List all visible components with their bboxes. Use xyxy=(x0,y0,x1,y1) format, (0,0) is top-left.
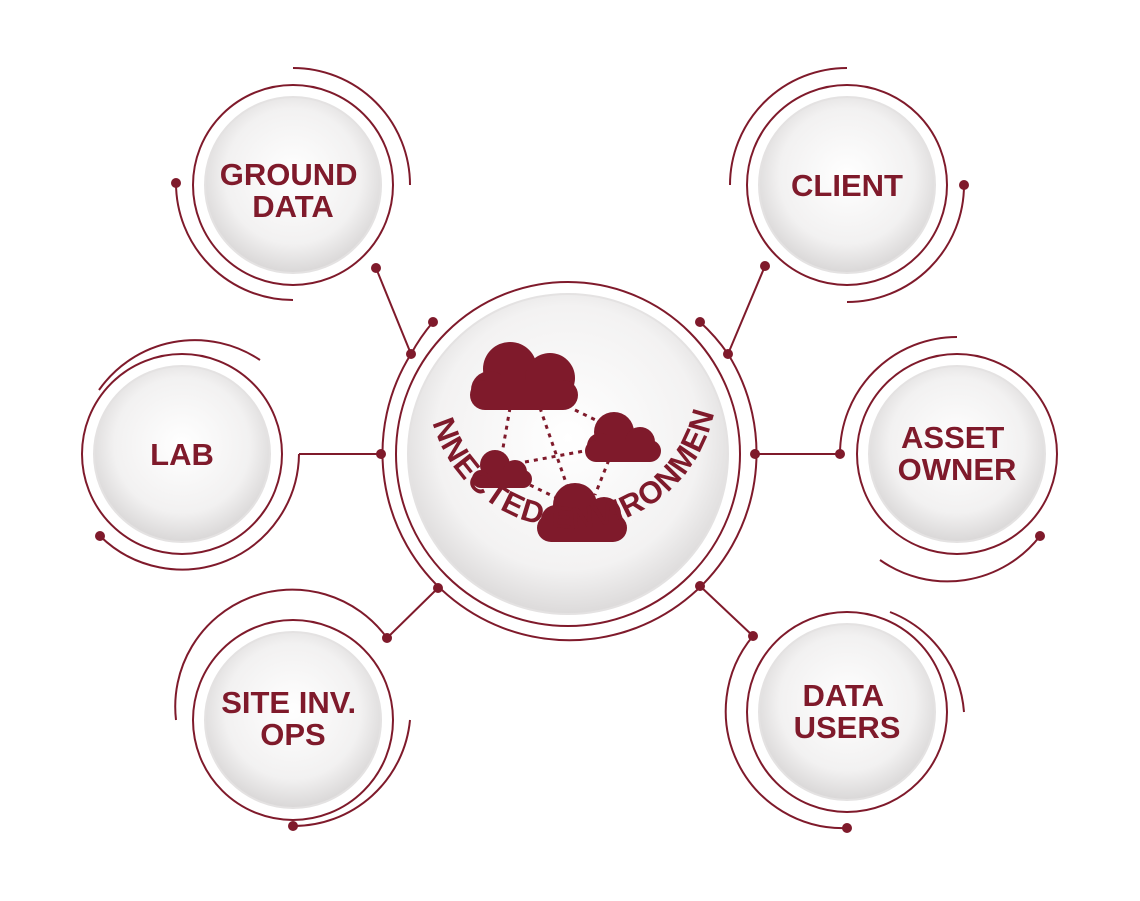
node-ground-data-outer-arc-top xyxy=(292,67,411,186)
node-ground-data-disc xyxy=(204,96,382,274)
dot xyxy=(428,317,438,327)
node-ground-data: GROUND DATA xyxy=(175,67,411,301)
node-lab-label: LAB xyxy=(150,437,214,472)
dot xyxy=(748,631,758,641)
node-lab-disc xyxy=(93,365,271,543)
node-lab: LAB xyxy=(81,339,300,571)
node-site-inv-ops-ring xyxy=(192,619,394,821)
node-ground-data-outer-arc xyxy=(175,182,294,301)
dot xyxy=(842,823,852,833)
node-client-ring xyxy=(746,84,948,286)
dot xyxy=(376,449,386,459)
dot xyxy=(406,349,416,359)
node-client-outer-arc xyxy=(729,67,848,186)
connector-client xyxy=(727,265,766,355)
dot xyxy=(95,531,105,541)
dot xyxy=(433,583,443,593)
node-data-users-label: DATA USERS xyxy=(794,678,901,745)
connector-lines xyxy=(299,265,840,639)
node-asset-owner: ASSET OWNER xyxy=(839,336,1058,583)
dot xyxy=(959,180,969,190)
node-data-users-outer-arc xyxy=(724,635,848,830)
dot xyxy=(760,261,770,271)
node-asset-owner-label: ASSET OWNER xyxy=(898,420,1017,487)
node-lab-outer-arc-top xyxy=(98,339,261,391)
node-asset-owner-outer-arc xyxy=(839,336,958,455)
dot xyxy=(695,581,705,591)
center-outer-arc xyxy=(381,353,758,642)
dot xyxy=(171,178,181,188)
dot xyxy=(382,633,392,643)
junction-dots xyxy=(95,178,1045,833)
connector-ground-data xyxy=(375,267,412,355)
node-asset-owner-ring xyxy=(856,353,1058,555)
dot xyxy=(371,263,381,273)
node-site-inv-ops: SITE INV. OPS xyxy=(174,588,411,828)
node-data-users: DATA USERS xyxy=(724,611,965,830)
node-data-users-disc xyxy=(758,623,936,801)
node-asset-owner-disc xyxy=(868,365,1046,543)
node-client: CLIENT xyxy=(729,67,965,303)
center-hub: CONNECTED ENVIRONMENTS xyxy=(0,0,758,642)
dot xyxy=(750,449,760,459)
node-site-inv-ops-label: SITE INV. OPS xyxy=(221,685,365,752)
node-data-users-outer-arc-right xyxy=(889,611,965,713)
node-lab-outer-arc xyxy=(99,453,300,571)
connector-data-users xyxy=(699,585,754,637)
connector-site-inv-ops xyxy=(386,587,439,639)
dot xyxy=(835,449,845,459)
cloud-small-icon xyxy=(472,450,532,488)
cloud-network-icon xyxy=(470,342,661,542)
node-client-outer-arc-right xyxy=(846,184,965,303)
dot xyxy=(723,349,733,359)
node-client-label: CLIENT xyxy=(791,168,903,203)
center-inner-ring xyxy=(395,281,741,627)
node-data-users-ring xyxy=(746,611,948,813)
cloud-right-icon xyxy=(585,412,661,462)
center-top-arc-left xyxy=(410,321,434,355)
node-site-inv-ops-outer-arc-bottom xyxy=(292,719,411,828)
dot xyxy=(695,317,705,327)
node-site-inv-ops-outer-arc xyxy=(174,588,388,721)
node-site-inv-ops-disc xyxy=(204,631,382,809)
dot xyxy=(1035,531,1045,541)
cloud-bottom-icon xyxy=(537,483,627,542)
node-asset-owner-outer-arc-bottom xyxy=(879,535,1041,583)
node-client-disc xyxy=(758,96,936,274)
dot xyxy=(288,821,298,831)
cloud-large-icon xyxy=(470,342,578,410)
node-ground-data-ring xyxy=(192,84,394,286)
node-lab-ring xyxy=(81,353,283,555)
node-ground-data-label: GROUND DATA xyxy=(220,157,366,224)
